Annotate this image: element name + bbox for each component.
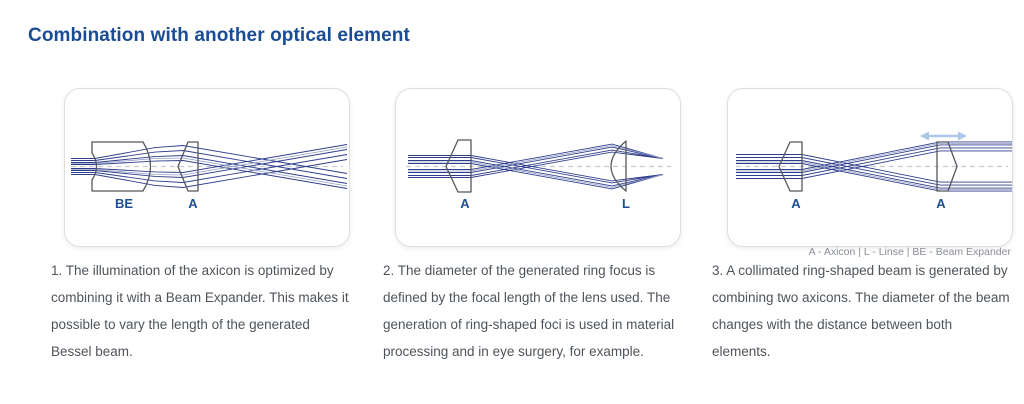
legend: A - Axicon | L - Linse | BE - Beam Expan… (808, 246, 1011, 258)
figure-card-two-axicons: A A (727, 88, 1013, 247)
optical-diagram-axicon-lens (406, 139, 671, 193)
figure-card-beam-expander-axicon: BE A (64, 88, 350, 247)
figure-caption-3: 3. A collimated ring-shaped beam is gene… (712, 263, 1010, 359)
beam-expander-shape (91, 141, 152, 192)
element-label-axicon: A (188, 196, 198, 211)
ray-bundle (736, 141, 1012, 192)
lens-shape (610, 140, 627, 192)
move-distance-arrow-icon (920, 131, 967, 141)
figure-caption-2: 2. The diameter of the generated ring fo… (383, 263, 675, 359)
figure-caption-1: 1. The illumination of the axicon is opt… (51, 263, 349, 359)
element-label-axicon-first: A (791, 196, 801, 211)
element-label-axicon: A (460, 196, 470, 211)
figure-card-axicon-lens: A L (395, 88, 681, 247)
axicon-shape-second (936, 141, 958, 192)
axicon-shape (778, 141, 803, 192)
ray-bundle (71, 144, 348, 189)
element-label-lens: L (622, 196, 630, 211)
axicon-shape (445, 139, 472, 193)
axicon-shape (177, 141, 199, 192)
element-label-axicon-second: A (936, 196, 946, 211)
ray-bundle (408, 143, 664, 190)
element-label-be: BE (114, 196, 134, 211)
optical-diagram-be-axicon (71, 141, 348, 192)
page-title: Combination with another optical element (28, 24, 410, 46)
optical-diagram-two-axicons (736, 131, 1012, 192)
